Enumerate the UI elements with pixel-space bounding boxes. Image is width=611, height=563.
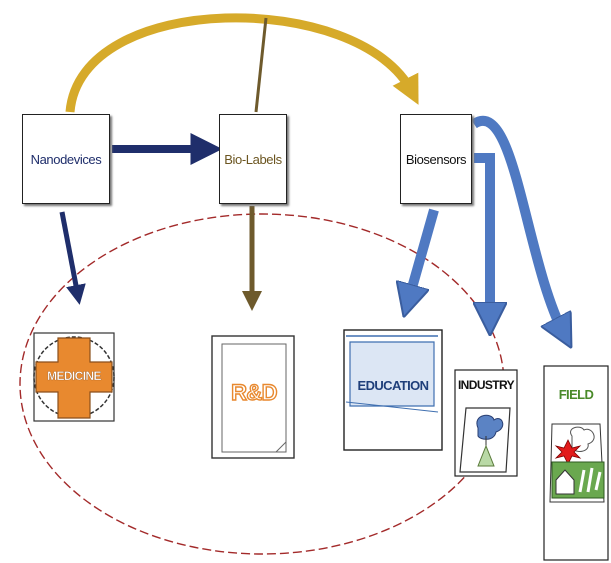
biolabels-label: Bio-Labels	[224, 151, 282, 167]
medicine-panel	[33, 332, 115, 422]
gold-arc-arrow	[65, 13, 419, 113]
education-label: EDUCATION	[357, 378, 430, 393]
field-panel	[543, 365, 609, 561]
nanodevices-label: Nanodevices	[30, 151, 102, 167]
node-nanodevices: Nanodevices	[22, 114, 110, 204]
field-label: FIELD	[558, 387, 594, 402]
nano-to-medicine-arrow	[59, 211, 86, 305]
rnd-panel	[211, 335, 295, 459]
biosensors-to-industry-arrow	[474, 153, 490, 320]
node-biolabels: Bio-Labels	[219, 114, 287, 204]
biosensors-to-education-arrow	[408, 208, 439, 302]
rnd-label: R&D	[230, 379, 278, 405]
industry-panel	[454, 369, 518, 477]
node-biosensors: Biosensors	[400, 114, 472, 204]
brown-top-line	[254, 17, 268, 113]
biosensors-label: Biosensors	[405, 151, 467, 167]
education-panel	[343, 329, 443, 451]
industry-label: INDUSTRY	[457, 378, 515, 392]
medicine-label: MEDICINE	[47, 369, 102, 383]
biosensors-to-field-arrow	[471, 116, 564, 334]
